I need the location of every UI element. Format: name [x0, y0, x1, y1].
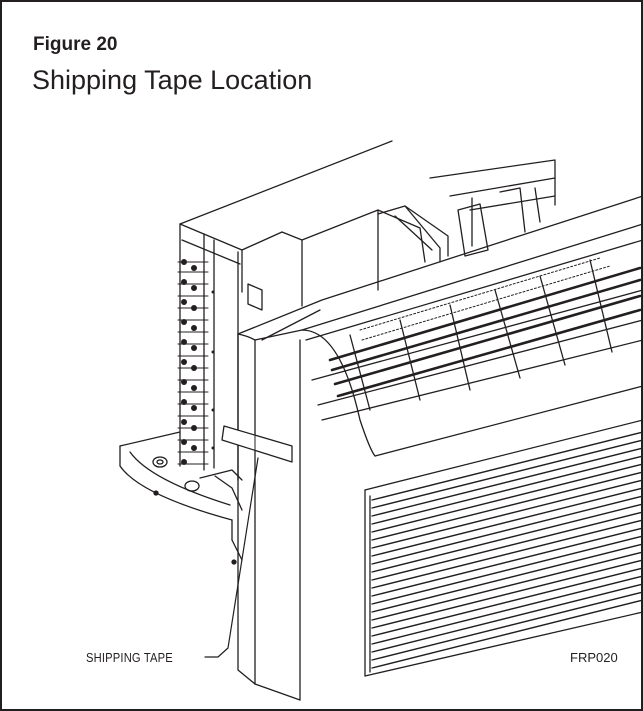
- discharge-louvers: [306, 240, 643, 420]
- shipping-tape: [222, 426, 292, 462]
- shipping-tape-callout: SHIPPING TAPE: [86, 650, 173, 665]
- front-cabinet: [238, 196, 643, 700]
- front-grille: [365, 420, 643, 676]
- chassis-top: [180, 141, 425, 306]
- internal-brackets: [378, 160, 555, 262]
- drawing-code: FRP020: [570, 650, 618, 665]
